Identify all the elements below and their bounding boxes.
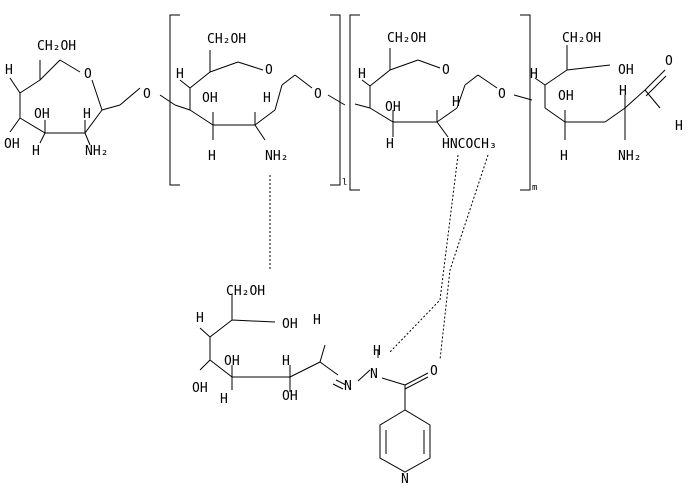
ring-1-oh-bottom: OH [4,137,20,152]
ring-3-hncoch3: HNCOCH₃ [442,137,497,152]
ring-3: CH₂OH O H OH H H HNCOCH₃ [355,31,497,152]
reducing-end-h-left: H [530,67,538,82]
glycosidic-link-2: O [295,75,345,105]
ring-1-nh2: NH₂ [85,144,108,159]
bracket-m-subscript: m [532,183,537,193]
hydrazone-nh-h: H [373,344,381,359]
ring-2-h-bottom: H [208,149,216,164]
glucose-h-mid: H [282,354,290,369]
ring-2-h-right: H [263,91,271,106]
reducing-end-nh2: NH₂ [618,149,641,164]
carbonyl-bonds [382,373,428,410]
glucose-h-top-left: H [196,311,204,326]
ring-2-bonds [190,50,282,125]
ring-2-oh: OH [202,91,218,106]
bracket-m-right [520,15,530,190]
ring-3-oh: OH [385,100,401,115]
ring-2-substituent-bonds [175,75,295,140]
hbond-acetyl-to-carbonyl [440,155,488,360]
glucose-h-ald: H [313,313,321,328]
glucose-substituent-bonds [200,328,290,392]
glucose-ch2oh: CH₂OH [226,284,265,299]
reducing-end-oh-mid: OH [558,89,574,104]
ring-1-oh-mid: OH [34,107,50,122]
glycosidic-link-1: O [120,87,175,105]
ring-3-h-bottom: H [386,137,394,152]
ring-1-substituent-bonds [10,78,120,145]
reducing-end-aldehyde-oxygen: O [665,54,673,69]
glycosidic-oxygen-3: O [498,87,506,102]
reducing-end-oh-right: OH [618,63,634,78]
glucose-oh-left: OH [192,381,208,396]
ring-3-h-right: H [452,95,460,110]
ring-2-nh2: NH₂ [265,149,288,164]
ring-2-ch2oh: CH₂OH [207,32,246,47]
ring-1-ch2oh: CH₂OH [37,39,76,54]
glucose-oh-bottom: OH [282,389,298,404]
reducing-end-substituent-bonds [535,65,625,140]
reducing-end-aldehyde-h: H [675,119,683,134]
glycosidic-oxygen-1: O [143,87,151,102]
reducing-end-ch2oh: CH₂OH [562,31,601,46]
pyridine-ring [380,410,430,472]
glucose-hydrazone: CH₂OH OH H H OH H OH H OH N N H O N [192,284,438,487]
ring-1-h-bottom: H [32,144,40,159]
reducing-end-bonds [545,45,666,122]
bracket-l-left [170,15,180,185]
bracket-l-right [330,15,340,185]
pyridine-nitrogen: N [401,472,409,487]
hydrogen-bonds [270,155,488,360]
hydrazone-n1: N [344,379,352,394]
glucose-oh-mid: OH [224,354,240,369]
ring-1-h-right: H [83,107,91,122]
glucose-oh-right: OH [282,317,298,332]
ring-1-h-top: H [5,63,13,78]
ring-2-ring-oxygen: O [265,63,273,78]
carbonyl-oxygen: O [430,364,438,379]
reducing-end-h-right: H [619,84,627,99]
hbond-acetyl-to-nh [390,155,458,352]
hydrazone-n2: N [370,367,378,382]
reducing-end: CH₂OH OH O H OH H H H NH₂ [530,31,683,164]
reducing-end-h-bottom: H [560,149,568,164]
ring-1-ring-oxygen: O [84,67,92,82]
ring-2: CH₂OH O H OH H H NH₂ [175,32,295,164]
glycosidic-link-3: O [478,75,532,102]
glucose-h-bottom: H [220,392,228,407]
ring-2-h-left: H [176,67,184,82]
bracket-l-subscript: l [342,178,347,188]
bracket-m-left [350,15,360,190]
ring-3-ring-oxygen: O [442,63,450,78]
glycosidic-oxygen-2: O [314,87,322,102]
ring-3-h-left: H [358,67,366,82]
ring-3-ch2oh: CH₂OH [387,31,426,46]
ring-1: CH₂OH O H OH H OH H NH₂ [4,39,120,159]
